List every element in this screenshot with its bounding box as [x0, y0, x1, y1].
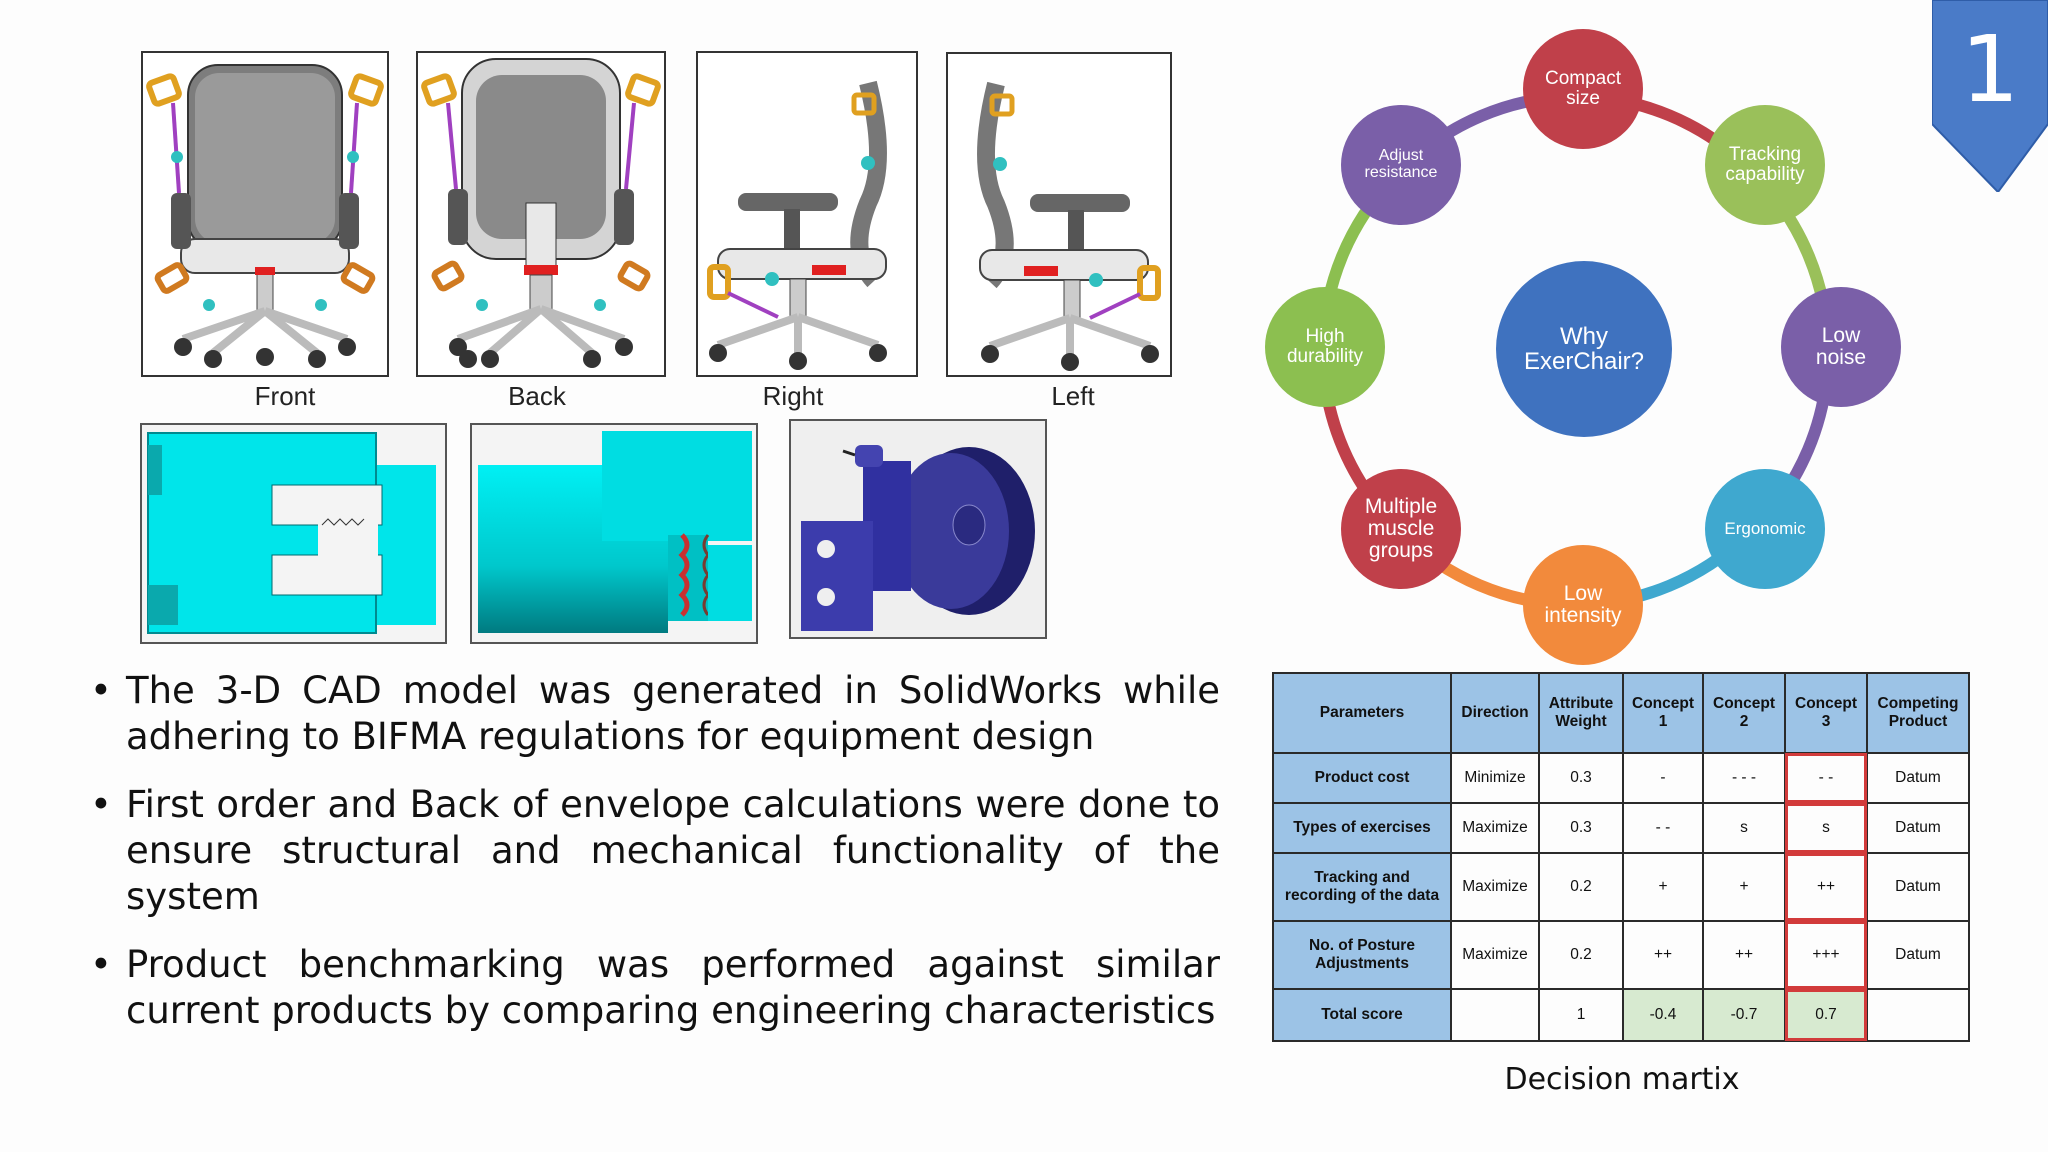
header-cell: Concept 1: [1622, 672, 1704, 754]
table-cell: Minimize: [1450, 752, 1540, 804]
table-cell: Maximize: [1450, 802, 1540, 854]
bullet-dot-icon: •: [90, 783, 112, 826]
node-compact-size: Compact size: [1523, 29, 1643, 149]
total-score-row: Total score 1 -0.4 -0.7 0.7: [1272, 988, 1970, 1042]
table-cell: 0.3: [1538, 752, 1624, 804]
view-label-front: Front: [254, 381, 316, 411]
table-row: Types of exercises Maximize 0.3 - - s s …: [1272, 802, 1970, 854]
table-cell: s: [1702, 802, 1786, 854]
diagram-center-node: Why ExerChair?: [1496, 261, 1672, 437]
table-cell: ++: [1622, 920, 1704, 990]
bullet-text: The 3-D CAD model was generated in Solid…: [126, 669, 1220, 758]
node-tracking-capability: Tracking capability: [1705, 105, 1825, 225]
cad-shaft-view: [470, 423, 758, 644]
chair-right-view: [696, 51, 918, 377]
table-cell: ++: [1784, 852, 1868, 922]
table-cell: -: [1622, 752, 1704, 804]
table-cell: +: [1702, 852, 1786, 922]
header-cell: Parameters: [1272, 672, 1452, 754]
table-cell: - - -: [1702, 752, 1786, 804]
table-cell: Datum: [1866, 802, 1970, 854]
bullet-item: • First order and Back of envelope calcul…: [84, 782, 1220, 920]
table-cell: 0.2: [1538, 920, 1624, 990]
bullet-dot-icon: •: [90, 943, 112, 986]
bullet-item: • The 3-D CAD model was generated in Soli…: [84, 668, 1220, 760]
table-cell: 0.2: [1538, 852, 1624, 922]
table-cell: 1: [1538, 988, 1624, 1042]
table-cell: ++: [1702, 920, 1786, 990]
parameter-cell: Tracking and recording of the data: [1272, 852, 1452, 922]
header-cell: Direction: [1450, 672, 1540, 754]
table-cell: [1450, 988, 1540, 1042]
node-low-intensity: Low intensity: [1523, 545, 1643, 665]
table-cell: Datum: [1866, 920, 1970, 990]
node-ergonomic: Ergonomic: [1705, 469, 1825, 589]
bullet-dot-icon: •: [90, 669, 112, 712]
node-multiple-muscle-groups: Multiple muscle groups: [1341, 469, 1461, 589]
table-header-row: Parameters Direction Attribute Weight Co…: [1272, 672, 1970, 754]
table-caption: Decision martix: [1504, 1062, 1740, 1097]
table-cell: +: [1622, 852, 1704, 922]
header-cell: Attribute Weight: [1538, 672, 1624, 754]
total-score-cell: -0.4: [1622, 988, 1704, 1042]
table-cell: Datum: [1866, 752, 1970, 804]
total-score-cell: -0.7: [1702, 988, 1786, 1042]
slide-number: 1: [1960, 16, 2020, 123]
decision-matrix-table: Parameters Direction Attribute Weight Co…: [1272, 672, 1970, 1042]
table-cell: - -: [1784, 752, 1868, 804]
cad-section-view-1: [140, 423, 447, 644]
header-cell: Competing Product: [1866, 672, 1970, 754]
chair-left-view: [946, 52, 1172, 377]
header-cell: Concept 3: [1784, 672, 1868, 754]
table-cell: [1866, 988, 1970, 1042]
table-cell: Datum: [1866, 852, 1970, 922]
node-high-durability: High durability: [1265, 287, 1385, 407]
bullet-list: • The 3-D CAD model was generated in Soli…: [84, 668, 1220, 1056]
parameter-cell: Types of exercises: [1272, 802, 1452, 854]
bullet-item: • Product benchmarking was performed agai…: [84, 942, 1220, 1034]
cad-bracket-view: [789, 419, 1047, 639]
chair-back-view: [416, 51, 666, 377]
total-label-cell: Total score: [1272, 988, 1452, 1042]
table-row: Product cost Minimize 0.3 - - - - - - Da…: [1272, 752, 1970, 804]
bullet-text: First order and Back of envelope calcula…: [126, 783, 1220, 918]
view-label-left: Left: [1051, 381, 1095, 411]
table-cell: 0.3: [1538, 802, 1624, 854]
chair-front-view: [141, 51, 389, 377]
node-low-noise: Low noise: [1781, 287, 1901, 407]
bullet-text: Product benchmarking was performed again…: [126, 943, 1220, 1032]
table-row: Tracking and recording of the data Maxim…: [1272, 852, 1970, 922]
header-cell: Concept 2: [1702, 672, 1786, 754]
parameter-cell: Product cost: [1272, 752, 1452, 804]
slide-number-badge: 1: [1931, 0, 2048, 194]
parameter-cell: No. of Posture Adjustments: [1272, 920, 1452, 990]
table-cell: Maximize: [1450, 852, 1540, 922]
node-adjust-resistance: Adjust resistance: [1341, 105, 1461, 225]
table-cell: +++: [1784, 920, 1868, 990]
view-label-right: Right: [762, 381, 824, 411]
table-cell: - -: [1622, 802, 1704, 854]
total-score-cell: 0.7: [1784, 988, 1868, 1042]
table-cell: s: [1784, 802, 1868, 854]
table-cell: Maximize: [1450, 920, 1540, 990]
table-row: No. of Posture Adjustments Maximize 0.2 …: [1272, 920, 1970, 990]
view-label-back: Back: [508, 381, 566, 411]
